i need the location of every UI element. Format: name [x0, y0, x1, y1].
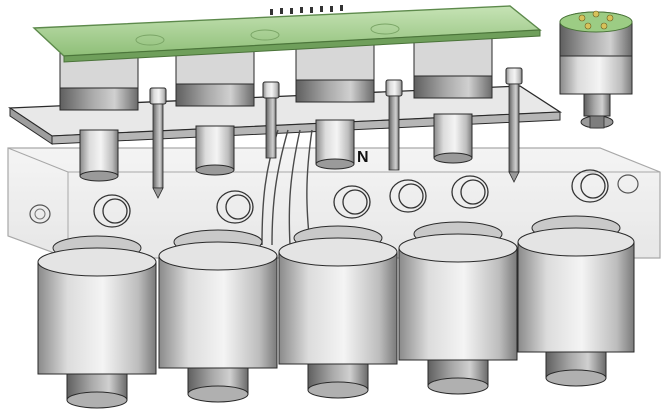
bolt-1	[149, 87, 167, 199]
bolt-4	[505, 67, 523, 183]
flow-ring-5	[451, 175, 489, 209]
lower-module-5	[517, 215, 635, 387]
upper-modules	[59, 37, 493, 182]
lower-module-2	[158, 229, 278, 403]
flow-ring-1	[93, 194, 131, 228]
flow-rings	[93, 169, 609, 228]
bolt-3	[385, 79, 403, 171]
upper-module-4	[413, 37, 493, 164]
flow-ring-4	[389, 179, 427, 213]
callout-label-n: N	[357, 149, 369, 166]
bolt-2	[262, 81, 280, 159]
mounting-bolts	[149, 67, 523, 199]
lower-module-3	[278, 225, 398, 399]
flow-ring-6	[571, 169, 609, 203]
lower-modules	[37, 215, 635, 409]
flow-ring-2	[216, 190, 254, 224]
inset-sensor-module	[559, 10, 633, 129]
pcb-connector-pins	[270, 5, 343, 15]
lower-module-4	[398, 221, 518, 395]
flow-ring-3	[333, 185, 371, 219]
pcb-board	[32, 5, 542, 63]
upper-module-3	[295, 41, 375, 170]
lower-module-1	[37, 235, 157, 409]
